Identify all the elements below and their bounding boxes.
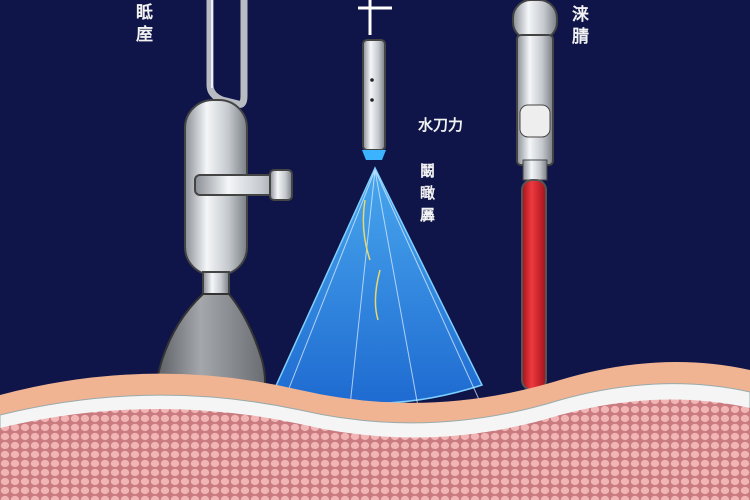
suction-device <box>156 0 293 393</box>
label-right-1: 涞 <box>572 5 589 25</box>
label-center-1: 鬫 <box>420 162 436 180</box>
label-left-1: 眡 <box>136 3 153 23</box>
label-center-col: 鬫 瞰 羼 <box>420 160 435 226</box>
label-center-2: 瞰 <box>420 184 436 202</box>
label-left: 眡 庢 <box>136 2 153 46</box>
thermometer-device <box>512 0 558 404</box>
label-right: 涞 腈 <box>572 4 589 48</box>
skin-tissue <box>0 362 750 500</box>
label-right-2: 腈 <box>572 27 589 47</box>
label-center-3: 羼 <box>420 206 436 224</box>
label-left-2: 庢 <box>136 25 153 45</box>
waterjet-device <box>244 0 521 500</box>
label-center-top: 水刀力 <box>418 116 464 134</box>
